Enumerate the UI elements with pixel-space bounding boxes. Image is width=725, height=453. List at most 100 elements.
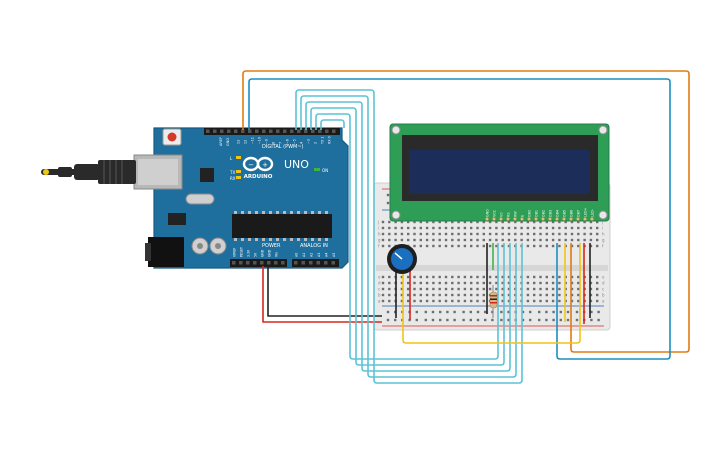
power-pin-label: 3.3V <box>247 249 251 257</box>
row-letter: i <box>378 226 379 231</box>
rx-label: RX <box>230 176 236 181</box>
tx-label: TX <box>229 170 235 175</box>
lcd-pin-label: DB1 <box>535 210 539 217</box>
lcd-pin-label: RW <box>514 211 518 217</box>
power-pin-label: IOREF <box>233 248 237 257</box>
wire-d3 <box>305 101 511 372</box>
lcd-pin-label: RS <box>507 212 511 217</box>
resistor-icon <box>489 285 498 318</box>
wire-d5 <box>295 89 523 384</box>
lcd-mount-hole <box>598 125 608 135</box>
lcd-pin-label: DB0 <box>528 210 532 217</box>
breadboard-holes <box>381 220 599 303</box>
power-label: POWER <box>262 243 281 249</box>
lcd-pin-label: DB3 <box>549 210 553 217</box>
power-header <box>230 259 287 267</box>
analog-pin-label: A1 <box>302 253 306 257</box>
aref-label: AREF <box>219 137 223 146</box>
arduino-model-text: UNO <box>284 158 309 171</box>
row-letter: b <box>602 293 605 298</box>
digital-pin-label: 12 <box>244 140 248 144</box>
digital-pin-label: ~10 <box>258 137 262 144</box>
digital-pin-label: ~11 <box>251 137 255 144</box>
row-letter: j <box>601 220 603 225</box>
row-letter: i <box>602 226 603 231</box>
digital-pin-label: 13 <box>237 140 241 144</box>
lcd-mount-hole <box>391 125 401 135</box>
power-jack <box>148 237 184 267</box>
wire-d0 <box>320 119 345 130</box>
row-letter: e <box>378 275 381 280</box>
power-rail-bottom <box>386 310 600 322</box>
on-label: ON <box>322 168 328 173</box>
analog-pin-label: A4 <box>325 253 329 257</box>
analog-pin-label: A0 <box>295 253 299 257</box>
digital-pin-label: 2 <box>314 142 318 144</box>
svg-text:+: + <box>262 161 268 169</box>
usb-cable-icon <box>41 160 136 184</box>
arduino-uno[interactable]: − + ARDUINO UNO DIGITAL (PWM~) POWER ANA… <box>133 127 349 269</box>
l-label: L <box>230 156 233 161</box>
digital-pin-label: 8 <box>272 142 276 144</box>
power-pin-label: GND <box>261 249 265 257</box>
lcd-pin-label: DB7 <box>577 210 581 217</box>
wire-yellow-bottom <box>402 243 581 344</box>
wire-d1 <box>315 113 499 360</box>
crystal <box>185 193 215 205</box>
power-pin-label: 5V <box>254 252 258 257</box>
lcd-pin-label: LED+ <box>584 207 588 217</box>
digital-pin-label: ~5 <box>293 139 297 144</box>
lcd-pin-label: DB5 <box>563 210 567 217</box>
digital-pin-label: ~3 <box>307 139 311 144</box>
digital-pin-label: ~6 <box>286 139 290 144</box>
row-letter: b <box>378 293 381 298</box>
row-letter: d <box>378 281 381 286</box>
usb-chip <box>200 168 214 182</box>
lcd-pin-label: DB6 <box>570 210 574 217</box>
analog-pin-label: A2 <box>310 253 314 257</box>
digital-pin-label: 7 <box>279 142 283 144</box>
power-pin-label: Vin <box>275 252 279 257</box>
analog-label: ANALOG IN <box>300 243 328 249</box>
wire-blue <box>248 78 671 360</box>
row-letter: e <box>602 275 605 280</box>
gnd-label: GND <box>226 138 230 146</box>
digital-pin-label: ~9 <box>265 139 269 144</box>
wire-d4 <box>300 95 517 378</box>
lcd-screen <box>409 150 590 194</box>
lcd-pin-label: DB4 <box>556 210 560 217</box>
power-pin-label: GND <box>268 249 272 257</box>
potentiometer-icon[interactable] <box>387 244 417 274</box>
row-letter: g <box>602 238 605 243</box>
wire-gnd <box>267 266 382 317</box>
row-letter: f <box>378 244 380 249</box>
analog-pin-label: A5 <box>332 253 336 257</box>
lcd-pin-label: VCC <box>493 209 497 217</box>
lcd-mount-hole <box>391 210 401 220</box>
lcd-pin-label: V0 <box>500 213 504 217</box>
power-pin-label: RESET <box>240 247 244 257</box>
row-letter: c <box>602 287 604 292</box>
digital-pin-label: 4 <box>300 142 304 144</box>
row-letter: a <box>378 299 381 304</box>
row-letter: h <box>602 232 605 237</box>
wire-5v <box>262 266 382 323</box>
lcd-pin-label: LED- <box>591 208 595 217</box>
lcd-pin-label: GND <box>486 209 490 217</box>
wire-orange <box>242 70 690 353</box>
row-letter: g <box>378 238 381 243</box>
row-letter: d <box>602 281 605 286</box>
digital-pin-label: TX 1 <box>321 137 325 145</box>
digital-label: DIGITAL (PWM~) <box>262 144 304 150</box>
row-letter: h <box>378 232 381 237</box>
wire-d2 <box>310 107 505 366</box>
row-letter: f <box>602 244 604 249</box>
lcd-mount-hole <box>598 210 608 220</box>
lcd-pin-label: DB2 <box>542 210 546 217</box>
analog-header <box>292 259 339 267</box>
svg-text:−: − <box>248 161 254 169</box>
